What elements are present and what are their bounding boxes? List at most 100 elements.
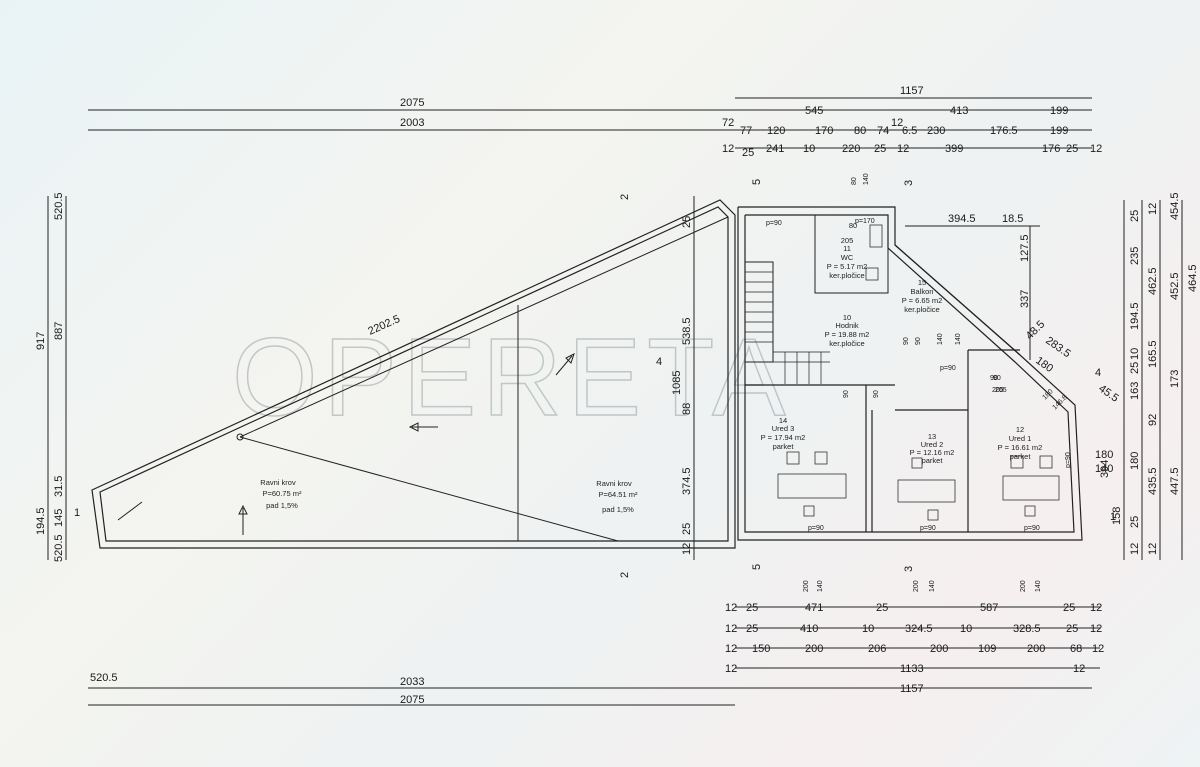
svg-text:25: 25 [681,523,693,535]
svg-text:180: 180 [1041,388,1054,401]
svg-text:12: 12 [1092,643,1104,655]
svg-text:Ravni krov: Ravni krov [596,479,632,488]
svg-text:11: 11 [843,244,851,253]
svg-text:462.5: 462.5 [1147,267,1159,295]
svg-text:80: 80 [854,125,866,137]
watermark: OPERETA [232,316,792,439]
room-hodnik: 10 Hodnik P = 19.88 m2 ker.pločice [825,313,870,348]
svg-text:12: 12 [891,117,903,129]
svg-text:587: 587 [980,602,998,614]
svg-text:pad 1,5%: pad 1,5% [266,501,298,510]
svg-text:ker.pločice: ker.pločice [904,305,939,314]
svg-text:283.5: 283.5 [1043,335,1072,361]
bottom-dimensions: 12 25 471 25 587 25 12 12 25 410 10 324.… [88,602,1104,706]
svg-text:14: 14 [779,416,787,425]
svg-text:235: 235 [1129,247,1141,265]
svg-text:200: 200 [803,580,810,592]
svg-text:25: 25 [746,623,758,635]
svg-text:77: 77 [740,125,752,137]
room-wc: 80 205 11 WC P = 5.17 m2 ker.pločice [827,221,868,280]
svg-text:241: 241 [766,143,784,155]
section-marks: 1 1 2 2 3 3 4 4 5 5 [74,179,1116,578]
svg-text:109: 109 [978,643,996,655]
top-dimensions: 2075 1157 2003 72 545 413 199 77 120 170… [88,85,1102,159]
svg-text:180: 180 [1129,452,1141,470]
svg-text:2075: 2075 [400,694,424,706]
room-ured-2: 13 Ured 2 P = 12.16 m2 parket [910,432,955,465]
svg-text:13: 13 [928,432,936,441]
svg-text:140: 140 [929,580,936,592]
svg-text:10: 10 [803,143,815,155]
svg-text:80: 80 [851,177,858,185]
svg-text:1: 1 [1110,511,1116,523]
svg-text:ker.pločice: ker.pločice [829,271,864,280]
svg-text:471: 471 [805,602,823,614]
svg-text:25: 25 [1129,362,1141,374]
svg-text:p=90: p=90 [766,220,782,227]
svg-text:P = 5.17 m2: P = 5.17 m2 [827,262,868,271]
roof-outline: 2202.5 538.5 1085 88 374.5 25 25 12 [91,196,736,560]
svg-text:410: 410 [800,623,818,635]
svg-text:146.8: 146.8 [1051,394,1068,411]
svg-text:180: 180 [1095,449,1113,461]
furniture [777,224,1060,521]
svg-text:pad 1,5%: pad 1,5% [602,505,634,514]
svg-text:200: 200 [805,643,823,655]
svg-text:p=90: p=90 [920,525,936,532]
svg-text:165.5: 165.5 [1147,340,1159,368]
svg-text:Ured 2: Ured 2 [921,440,944,449]
svg-text:p=90: p=90 [940,365,956,372]
svg-text:4: 4 [1095,367,1101,379]
svg-text:ker.pločice: ker.pločice [829,339,864,348]
svg-text:P = 17.94 m2: P = 17.94 m2 [761,433,806,442]
svg-text:205: 205 [995,387,1007,394]
svg-text:p=90: p=90 [1065,452,1072,468]
svg-text:12: 12 [897,143,909,155]
svg-text:1157: 1157 [900,683,924,695]
svg-text:Ravni krov: Ravni krov [260,478,296,487]
svg-text:90: 90 [990,375,998,382]
svg-text:90: 90 [915,337,922,345]
svg-text:25: 25 [742,147,754,159]
svg-text:205: 205 [841,236,854,245]
svg-text:25: 25 [1129,210,1141,222]
svg-text:520.5: 520.5 [53,534,65,562]
svg-text:230: 230 [927,125,945,137]
svg-text:parket: parket [773,442,795,451]
svg-text:90: 90 [993,375,1001,382]
svg-text:Balkon: Balkon [911,287,934,296]
dim-413: 413 [950,105,968,117]
dim-top-right: 1157 [900,85,924,97]
svg-text:25: 25 [874,143,886,155]
svg-text:10: 10 [862,623,874,635]
svg-text:5: 5 [751,179,763,185]
svg-text:394.5: 394.5 [948,213,976,225]
svg-text:399: 399 [945,143,963,155]
svg-text:25: 25 [1066,143,1078,155]
svg-text:p=170: p=170 [855,218,875,225]
svg-text:12: 12 [1090,143,1102,155]
roof-label-right: Ravni krov P=64.51 m² pad 1,5% [596,479,638,514]
svg-text:90: 90 [843,390,850,398]
svg-text:2: 2 [619,572,631,578]
svg-text:394: 394 [1099,460,1111,478]
svg-text:220: 220 [842,143,860,155]
svg-text:12: 12 [725,623,737,635]
svg-text:150: 150 [752,643,770,655]
svg-text:12: 12 [1073,663,1085,675]
building-walls [737,206,1083,541]
svg-text:4: 4 [656,356,662,368]
svg-text:140: 140 [1035,580,1042,592]
svg-text:145: 145 [53,509,65,527]
svg-text:374.5: 374.5 [681,467,693,495]
svg-text:887: 887 [53,322,65,340]
svg-text:520.5: 520.5 [90,672,118,684]
svg-text:Hodnik: Hodnik [835,321,859,330]
dim-top-total: 2075 [400,97,424,109]
svg-text:P = 12.16 m2: P = 12.16 m2 [910,448,955,457]
right-dimensions: 25 235 194.5 10 163 25 180 25 158 12 12 … [1111,192,1199,560]
svg-text:25: 25 [876,602,888,614]
svg-text:140: 140 [955,333,962,345]
svg-text:parket: parket [1010,452,1032,461]
roof-label-left: Ravni krov P=60.75 m² pad 1,5% [260,478,302,510]
